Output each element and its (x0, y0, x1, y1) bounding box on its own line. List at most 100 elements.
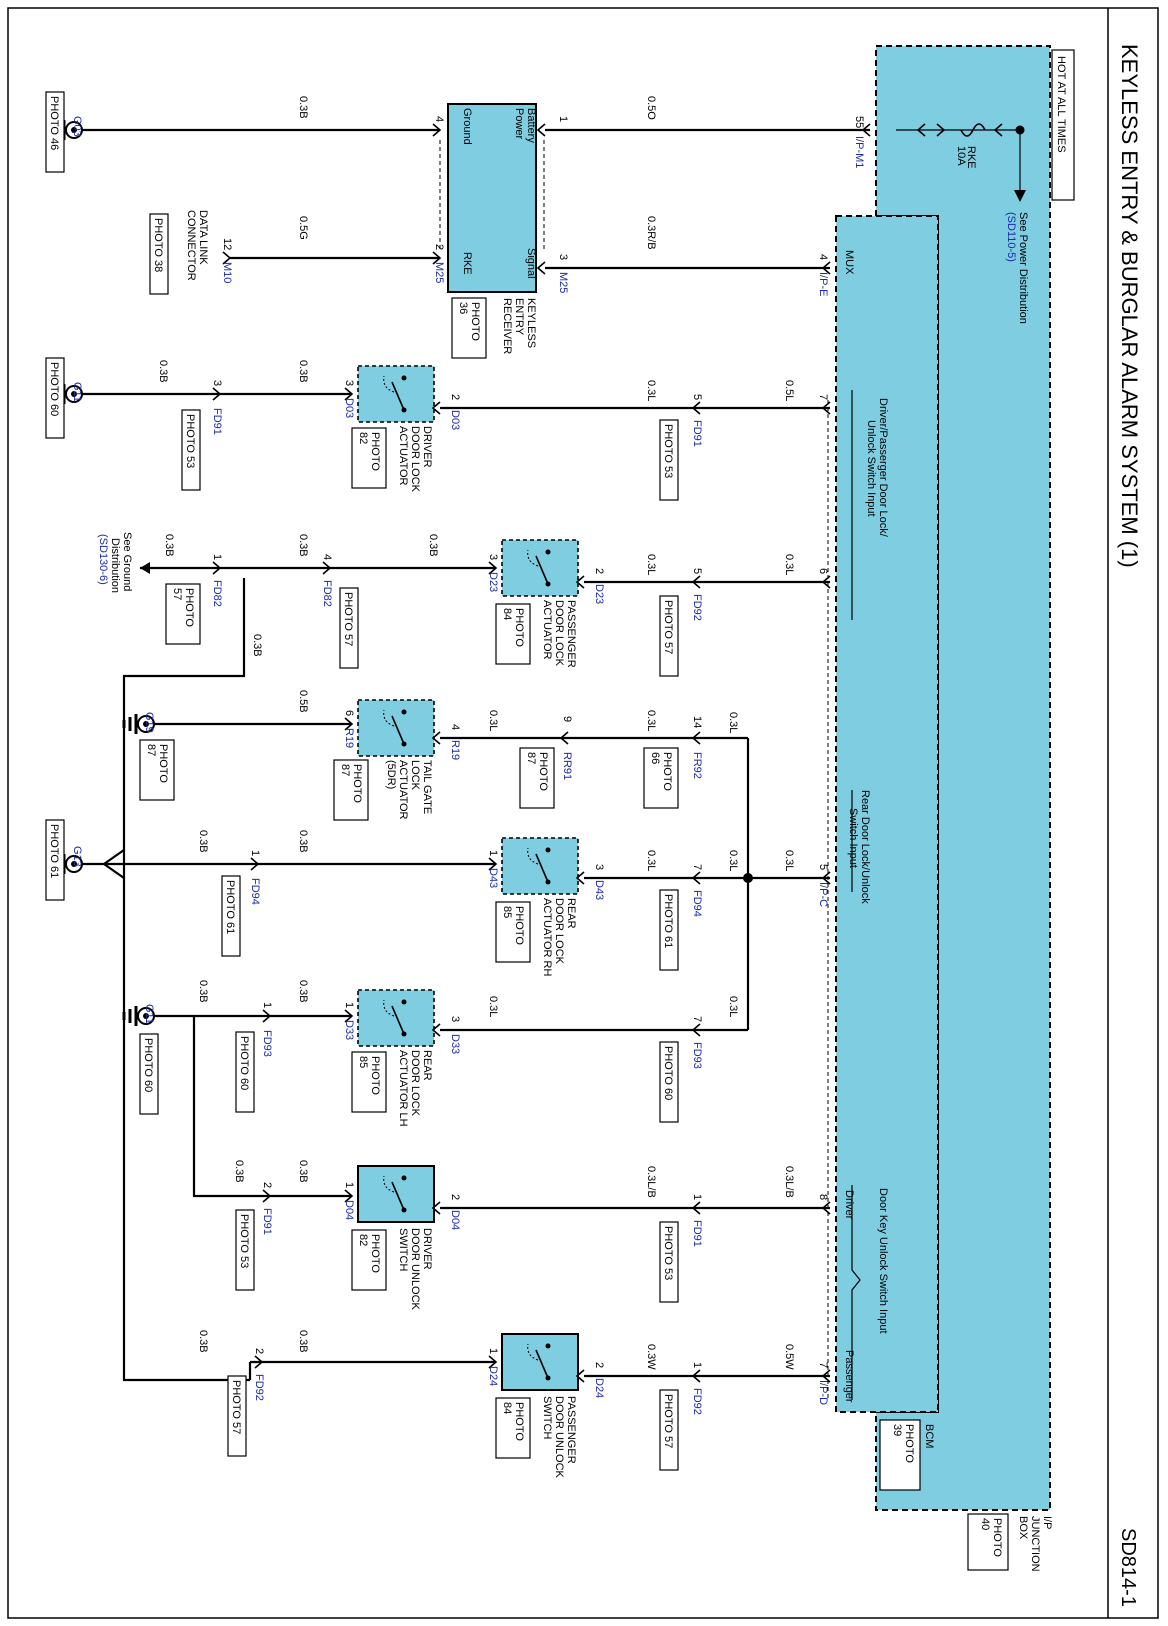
fr92-photo-2: 66 (649, 752, 661, 764)
jb-photo-box (967, 1513, 1009, 1571)
pin-6-r19: 6 (343, 710, 355, 716)
fd94-photo-a: PHOTO 61 (662, 894, 674, 948)
pin-4-receiver: 4 (433, 116, 445, 122)
receiver-ground: Ground (461, 108, 473, 145)
wire-label-03l-f: 0.3L (487, 710, 499, 731)
pin-3-d43: 3 (593, 864, 605, 870)
conn-fd94-b: FD94 (249, 878, 261, 905)
g03-photo-box (45, 91, 65, 173)
wire-label-03b-k: 0.3B (197, 980, 209, 1003)
driver-unlock-photo-2: 82 (357, 1234, 369, 1246)
conn-rr91: RR91 (561, 752, 573, 780)
pin-55: 55 (853, 116, 865, 128)
conn-ipc: I/P-C (817, 882, 829, 907)
wire-label-03l-c: 0.3L (645, 554, 657, 575)
wire-label-03l-a: 0.3L (645, 380, 657, 401)
conn-d33-b: D33 (343, 1020, 355, 1040)
driver-lock-name-2: DOOR LOCK (409, 426, 421, 493)
passenger-door-lock-actuator (501, 539, 579, 597)
receiver-photo-box (451, 297, 487, 359)
conn-d04-a: D04 (449, 1210, 461, 1230)
ground-g19: G19 (143, 712, 155, 733)
conn-fd91-c: FD91 (691, 1220, 703, 1247)
dlc-name-2: CONNECTOR (185, 210, 197, 281)
fd93-photo-a: PHOTO 60 (662, 1046, 674, 1100)
passenger-lock-photo-box (495, 603, 531, 665)
wire-label-05b: 0.5B (297, 690, 309, 713)
see-ground-ref: (SD130-6) (97, 534, 109, 585)
wire-label-03b-n: 0.3B (297, 1330, 309, 1353)
rr91-photo-2: 87 (525, 752, 537, 764)
driver-unlock-name-2: DOOR UNLOCK (409, 1228, 421, 1311)
ground-g11-b: G11 (143, 1004, 155, 1024)
fd92-photo-box-b (659, 1389, 679, 1471)
dlc-name-1: DATA LINK (197, 210, 209, 265)
pin-5-ipc: 5 (817, 864, 829, 870)
diagram-code: SD814-1 (1117, 1528, 1139, 1607)
pin-7-ipd: 7 (817, 1362, 829, 1368)
passenger-unlock-name-2: DOOR UNLOCK (553, 1396, 565, 1479)
wire-label-03b-g03: 0.3B (297, 96, 309, 119)
fd94-photo-box-a (659, 889, 679, 971)
pin-8-bcm: 8 (817, 1194, 829, 1200)
pin-2-d23: 2 (593, 568, 605, 574)
passenger-unlock-photo-box (495, 1397, 531, 1459)
pin-5-fd91: 5 (691, 394, 703, 400)
passenger-unlock-photo-1: PHOTO (513, 1402, 525, 1441)
pin-2-d24: 2 (593, 1362, 605, 1368)
tailgate-name-4: (5DR) (385, 760, 397, 789)
fd91-photo-box-d (235, 1209, 255, 1291)
conn-fd82-b: FD82 (211, 580, 223, 607)
ground-g03: G03 (71, 116, 83, 137)
bcm-module (835, 215, 939, 1413)
wire-label-03l-i: 0.3L (645, 850, 657, 871)
fd91-photo-c: PHOTO 53 (662, 1226, 674, 1280)
pin-3-d33: 3 (449, 1016, 461, 1022)
wire-label-03lb-b: 0.3L/B (645, 1166, 657, 1198)
fd92-photo-box-c (227, 1375, 247, 1457)
g03-photo: PHOTO 46 (48, 96, 60, 150)
ground-g11: G11 (71, 382, 83, 402)
driver-unlock-photo-1: PHOTO (369, 1234, 381, 1273)
wire-label-03l-e: 0.3L (645, 710, 657, 731)
page-title: KEYLESS ENTRY & BURGLAR ALARM SYSTEM (1) (1117, 44, 1142, 568)
pin-2-fd92-c: 2 (253, 1348, 265, 1354)
wire-label-03b-o: 0.3B (197, 1330, 209, 1353)
conn-d24-b: D24 (487, 1366, 499, 1386)
wire-label-03l-j: 0.3L (727, 996, 739, 1017)
fd92-photo-box-a (659, 595, 679, 677)
conn-r19-a: R19 (449, 740, 461, 760)
pin-4-fd82: 4 (321, 554, 333, 560)
jb-name-2: JUNCTION (1029, 1516, 1041, 1572)
passenger-lock-photo-2: 84 (501, 608, 513, 620)
pin-1-d33: 1 (343, 1002, 355, 1008)
g13-photo-box (45, 819, 65, 901)
fd93-photo-box-b (235, 1031, 255, 1113)
fd82-photo-a: PHOTO 57 (342, 592, 354, 646)
driver-lock-name-1: DRIVER (421, 426, 433, 468)
wire-label-03b-d: 0.3B (427, 534, 439, 557)
pin-9-rr91: 9 (561, 716, 573, 722)
hot-at-all-times-box (1051, 49, 1075, 201)
receiver-battery-1: Battery (525, 108, 537, 143)
pin-6-bcm: 6 (817, 568, 829, 574)
see-ground-1: See Ground (121, 532, 133, 591)
tailgate-name-2: LOCK (409, 760, 421, 791)
bcm-input-2-line2: Switch Input (847, 808, 859, 868)
fd91-photo-box-b (181, 409, 201, 491)
fd91-photo-box-a (659, 419, 679, 501)
driver-unlock-photo-box (351, 1229, 387, 1291)
wire-label-03l-g: 0.3L (783, 850, 795, 871)
hot-at-all-times-label: HOT AT ALL TIMES (1055, 56, 1067, 153)
wire-label-03b-b: 0.3B (297, 360, 309, 383)
conn-fd91-b: FD91 (211, 408, 223, 435)
pin-4-ipe: 4 (817, 254, 829, 260)
fd82-photo-b-1: PHOTO (183, 588, 195, 627)
g11-photo: PHOTO 60 (48, 362, 60, 416)
rear-rh-photo-2: 85 (501, 906, 513, 918)
conn-fd94-a: FD94 (691, 890, 703, 917)
g19-photo-2: 87 (145, 744, 157, 756)
passenger-lock-name-1: PASSENGER (565, 600, 577, 668)
rear-rh-name-3: ACTUATOR RH (541, 898, 553, 976)
keyless-entry-receiver (447, 103, 537, 293)
